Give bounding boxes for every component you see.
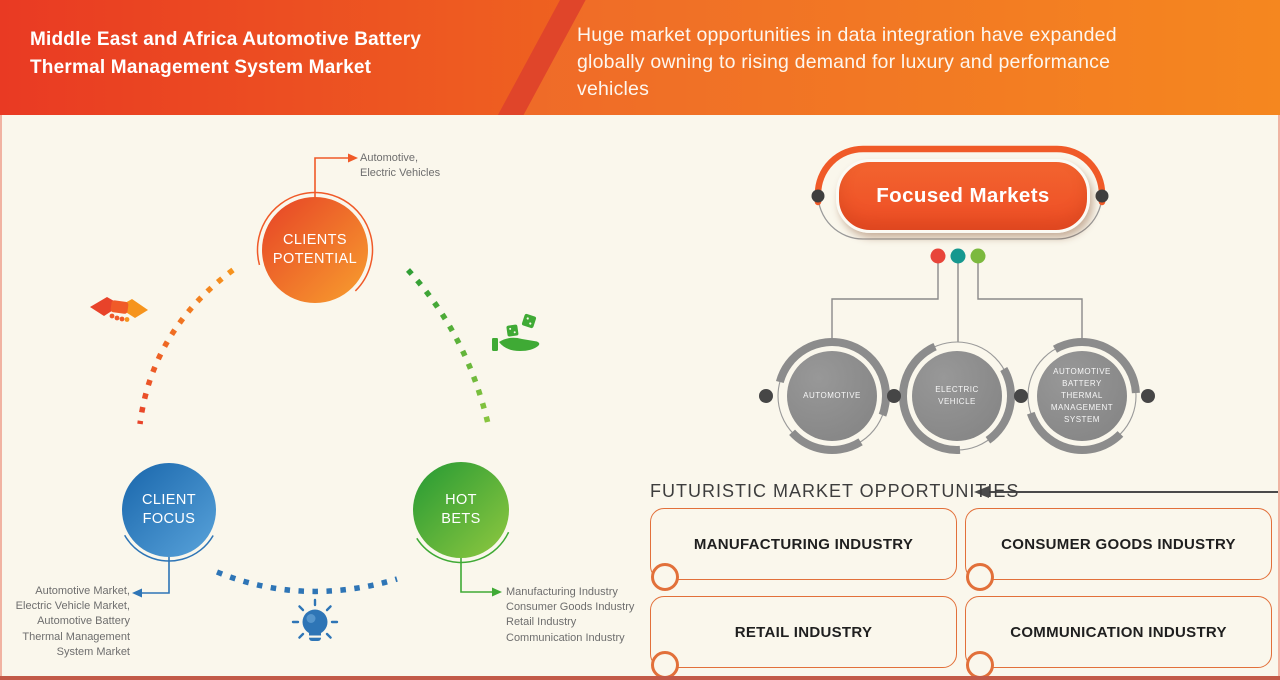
node-label: CLIENTS POTENTIAL [272, 232, 358, 267]
dotted-arc-green [405, 268, 492, 429]
opportunities-arrow [974, 486, 1280, 498]
node-label: CLIENT FOCUS [142, 492, 196, 527]
box-corner-circle [966, 651, 994, 679]
node-ring-arcs [117, 191, 515, 564]
handshake-icon [90, 297, 148, 322]
node-clients-potential: CLIENTS POTENTIAL [262, 197, 368, 303]
page-title: Middle East and Africa Automotive Batter… [30, 29, 422, 78]
opportunity-label: CONSUMER GOODS INDUSTRY [1001, 535, 1236, 553]
market-connectors [831, 248, 1083, 342]
page-subtitle: Huge market opportunities in data integr… [577, 24, 1117, 100]
market-circle-electric-vehicle: ELECTRIC VEHICLE [912, 351, 1002, 441]
node-hot-bets: HOT BETS [413, 462, 509, 558]
focused-markets-label: Focused Markets [876, 184, 1050, 207]
node-label: HOT BETS [441, 492, 481, 527]
dice-hand-icon [492, 313, 540, 351]
hot-bets-note: Manufacturing Industry Consumer Goods In… [506, 586, 635, 644]
focused-markets-pill: Focused Markets [836, 159, 1090, 233]
opportunity-label: MANUFACTURING INDUSTRY [693, 535, 914, 553]
focused-markets-capsule [811, 145, 1109, 240]
node-client-focus: CLIENT FOCUS [122, 463, 216, 557]
dotted-arcs [137, 267, 492, 595]
banner-gradient-left [0, 0, 585, 115]
opportunity-label: RETAIL INDUSTRY [734, 623, 873, 641]
box-corner-circle [651, 563, 679, 591]
market-circle-battery-tms: AUTOMOTIVE BATTERY THERMAL MANAGEMENT SY… [1037, 351, 1127, 441]
opportunity-box-manufacturing: MANUFACTURING INDUSTRY [650, 508, 957, 591]
pin-red [930, 248, 946, 264]
opportunity-box-retail: RETAIL INDUSTRY [650, 596, 957, 679]
pin-teal [950, 248, 966, 264]
client-focus-note: Automotive Market, Electric Vehicle Mark… [15, 585, 130, 658]
dotted-arc-blue [215, 569, 398, 595]
market-label: AUTOMOTIVE BATTERY THERMAL MANAGEMENT SY… [1050, 367, 1114, 424]
market-circle-automotive: AUTOMOTIVE [787, 351, 877, 441]
market-label: AUTOMOTIVE [803, 391, 861, 400]
frame-edge-right [1278, 115, 1280, 680]
opportunity-label: COMMUNICATION INDUSTRY [1010, 623, 1227, 641]
clients-potential-note: Automotive, Electric Vehicles [360, 152, 441, 180]
market-label: ELECTRIC VEHICLE [935, 385, 979, 406]
lightbulb-icon [291, 598, 339, 641]
opportunities-heading: FUTURISTIC MARKET OPPORTUNITIES [650, 481, 1020, 501]
header-banner: Middle East and Africa Automotive Batter… [0, 0, 1280, 115]
dotted-arc-orange [137, 267, 235, 425]
market-rings [759, 338, 1155, 455]
frame-edge-bottom [0, 676, 1280, 680]
box-corner-circle [651, 651, 679, 679]
opportunity-box-communication: COMMUNICATION INDUSTRY [965, 596, 1272, 679]
frame-edge-left [0, 115, 2, 680]
pin-green [970, 248, 986, 264]
opportunity-box-consumer-goods: CONSUMER GOODS INDUSTRY [965, 508, 1272, 591]
leader-lines [132, 153, 502, 598]
box-corner-circle [966, 563, 994, 591]
